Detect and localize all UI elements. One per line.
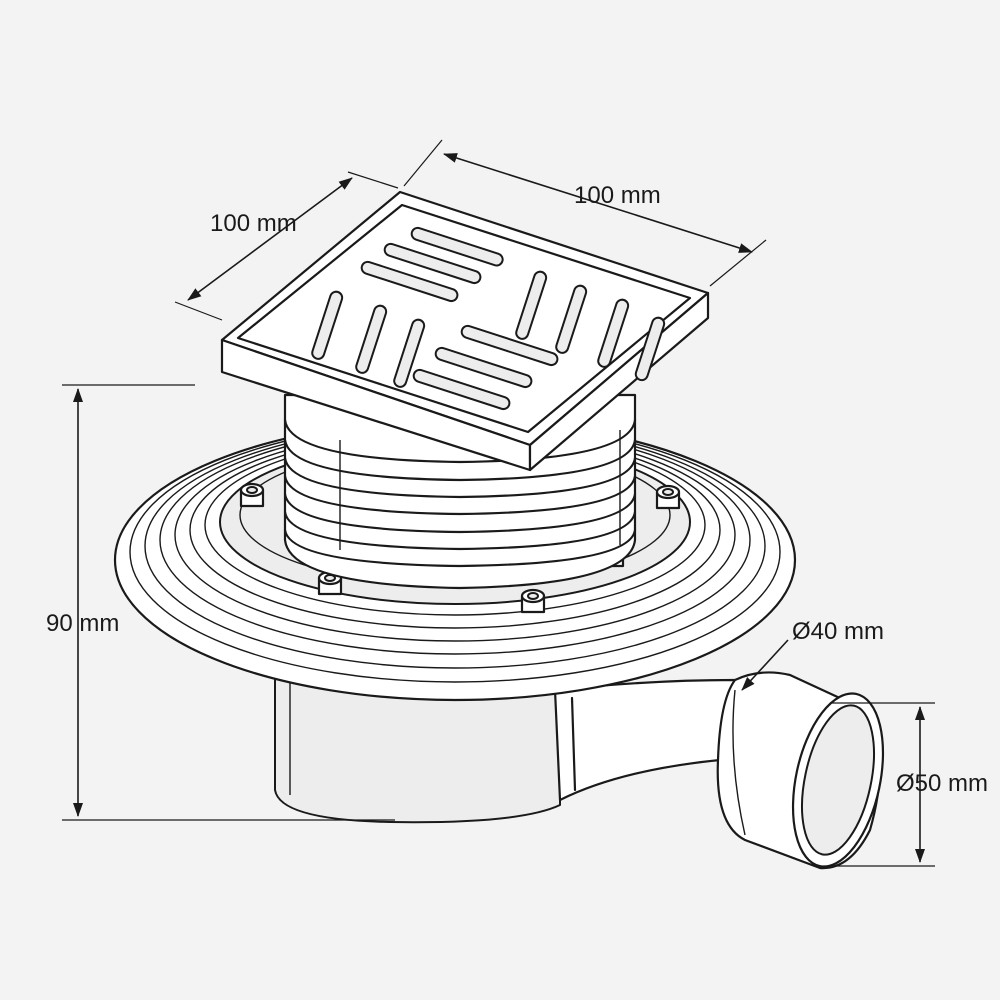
dimension-lines <box>62 139 935 867</box>
height-label: 90 mm <box>46 610 120 637</box>
outlet-pipe <box>553 671 885 870</box>
outlet-outer-diameter-label: Ø50 mm <box>896 770 989 797</box>
grate-depth-label: 100 mm <box>210 210 297 237</box>
grate-width-label: 100 mm <box>574 182 661 209</box>
outlet-inner-diameter-label: Ø40 mm <box>792 618 885 645</box>
